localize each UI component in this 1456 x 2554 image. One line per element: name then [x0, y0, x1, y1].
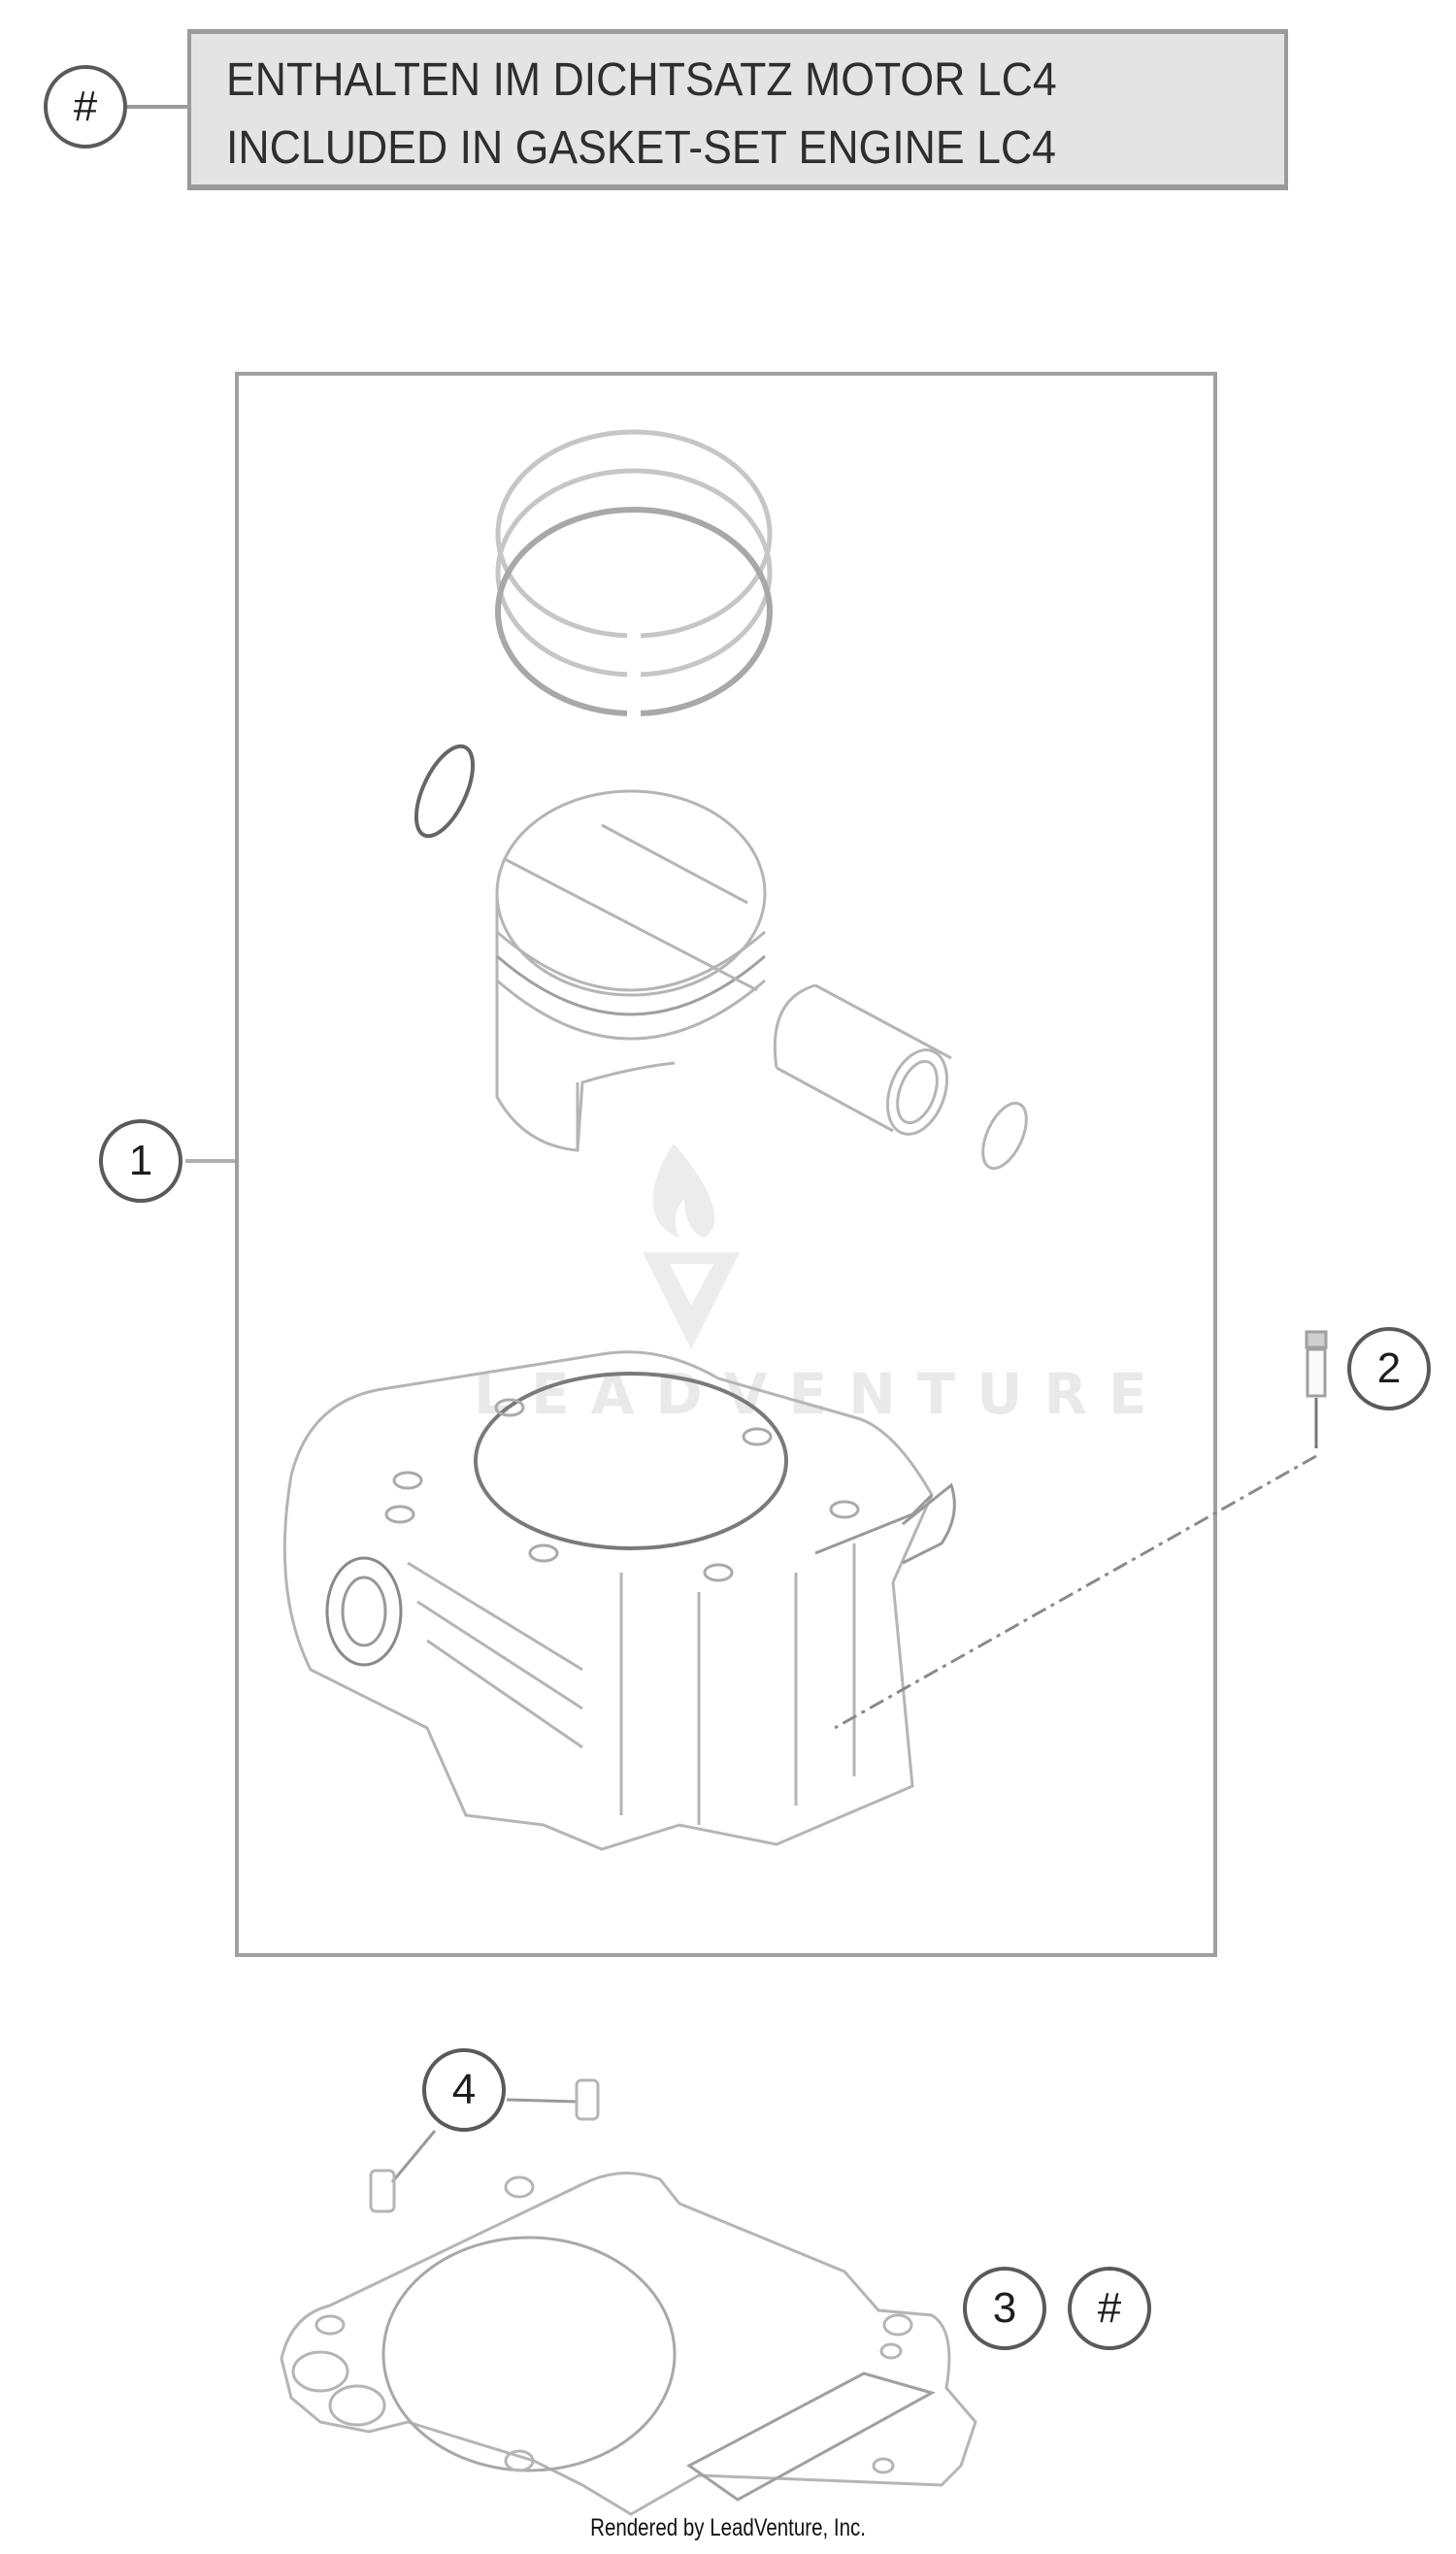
callout-3-hash-label: #	[1097, 2284, 1122, 2332]
gasket-set-symbol: #	[73, 83, 98, 130]
callout-4-connector	[390, 2130, 437, 2183]
watermark-text: LEADVENTURE	[474, 1361, 1169, 1427]
dowel-pin-icon	[369, 2169, 396, 2213]
cylinder-icon	[282, 1350, 956, 1851]
callout-3-gasket-set-symbol[interactable]: #	[1068, 2267, 1151, 2350]
piston-rings-icon	[495, 429, 773, 718]
callout-2-label: 2	[1376, 1344, 1402, 1392]
bolt-icon	[1305, 1330, 1328, 1448]
callout-1-label: 1	[128, 1137, 153, 1184]
piston-pin-icon	[773, 983, 952, 1136]
legend-line-german: ENTHALTEN IM DICHTSATZ MOTOR LC4	[226, 54, 1057, 106]
callout-3-label: 3	[992, 2284, 1017, 2332]
footer-credit: Rendered by LeadVenture, Inc.	[590, 2514, 866, 2541]
callout-2[interactable]: 2	[1347, 1327, 1431, 1410]
piston-icon	[495, 789, 767, 1152]
footer: Rendered by LeadVenture, Inc.	[0, 2514, 1456, 2542]
legend-line-english: INCLUDED IN GASKET-SET ENGINE LC4	[226, 122, 1056, 174]
legend-box: ENTHALTEN IM DICHTSATZ MOTOR LC4 INCLUDE…	[187, 29, 1288, 190]
legend-connector	[127, 105, 187, 109]
circlip-icon	[981, 1101, 1028, 1171]
callout-1[interactable]: 1	[99, 1119, 182, 1203]
callout-4-connector	[506, 2098, 579, 2104]
callout-4[interactable]: 4	[422, 2048, 506, 2132]
cylinder-kit-frame	[235, 372, 1217, 1957]
gasket-set-symbol-callout: #	[44, 65, 127, 149]
dowel-pin-icon	[575, 2078, 600, 2121]
cylinder-base-gasket-icon	[280, 2172, 977, 2516]
callout-3[interactable]: 3	[963, 2267, 1046, 2350]
callout-4-label: 4	[451, 2066, 477, 2113]
bolt-leader-line	[834, 1454, 1317, 1730]
circlip-icon	[414, 744, 476, 839]
